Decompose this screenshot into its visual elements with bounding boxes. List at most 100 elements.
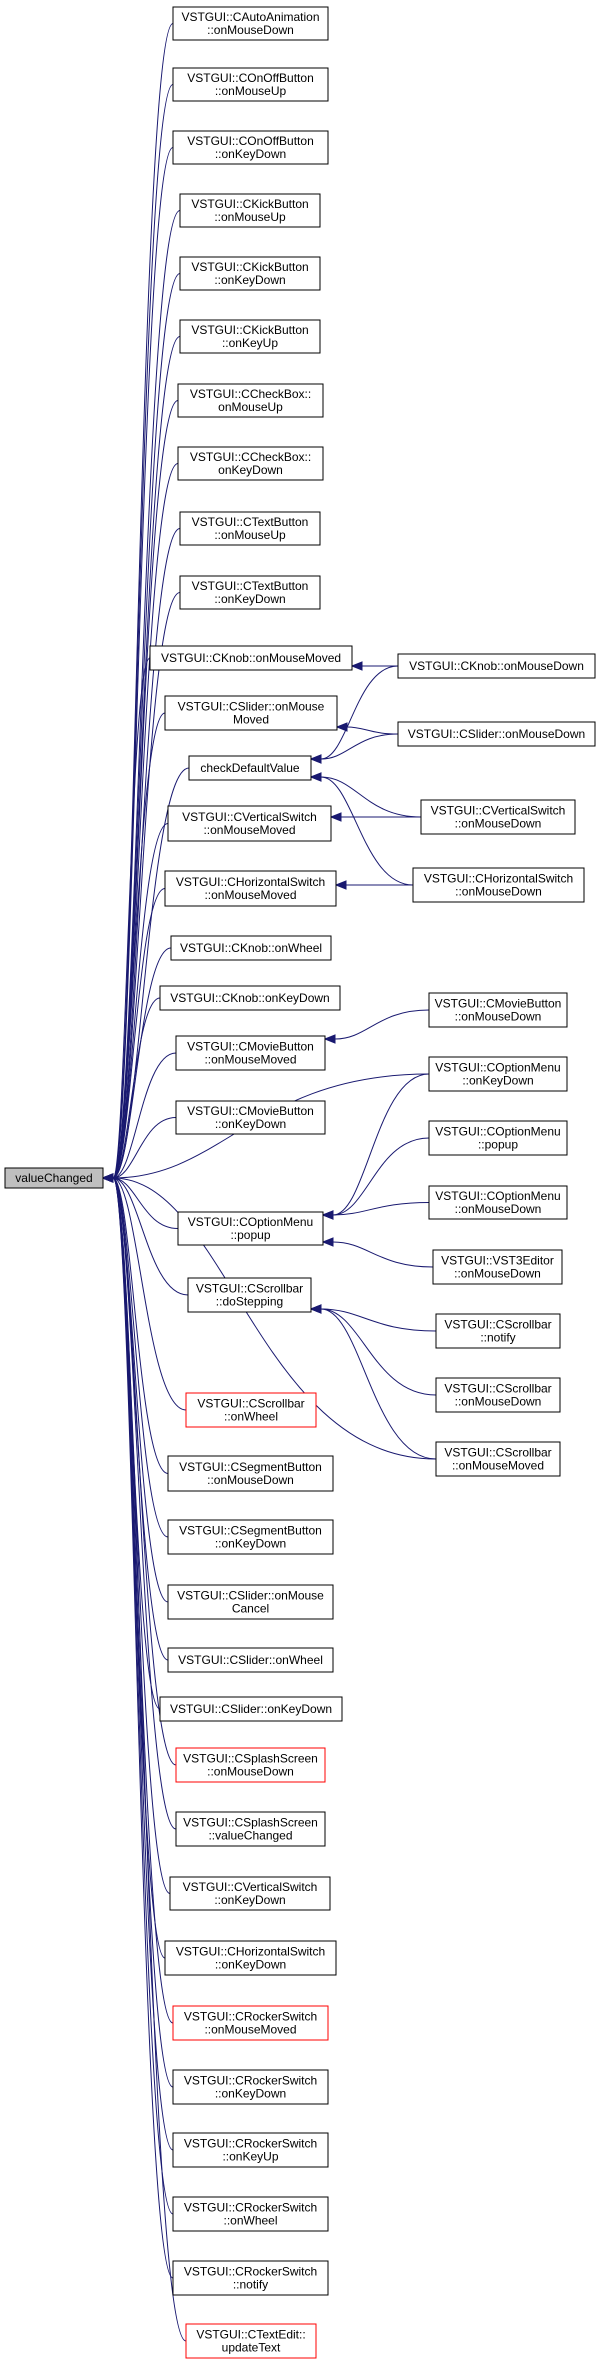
graph-node-n16[interactable]: VSTGUI::CKnob::onWheel xyxy=(170,935,332,961)
graph-node-n37[interactable]: VSTGUI::CTextEdit::updateText xyxy=(185,2323,317,2359)
node-label: Moved xyxy=(233,713,269,727)
edge-n21-to-valueChanged xyxy=(112,1177,189,1296)
edge-n24-to-valueChanged xyxy=(112,1177,169,1538)
graph-node-r3[interactable]: VSTGUI::CVerticalSwitch::onMouseDown xyxy=(420,799,576,835)
edge-n37-to-valueChanged xyxy=(112,1177,187,2342)
node-box xyxy=(179,575,321,610)
graph-node-n28[interactable]: VSTGUI::CSplashScreen::onMouseDown xyxy=(175,1747,326,1783)
node-box xyxy=(432,1249,563,1285)
node-box xyxy=(175,1811,326,1847)
graph-node-n30[interactable]: VSTGUI::CVerticalSwitch::onKeyDown xyxy=(169,1876,331,1911)
node-box xyxy=(169,1876,331,1911)
graph-node-r10[interactable]: VSTGUI::CScrollbar::notify xyxy=(435,1313,561,1349)
graph-node-n3[interactable]: VSTGUI::COnOffButton::onKeyDown xyxy=(172,130,329,165)
node-label: VSTGUI::CSplashScreen xyxy=(183,1752,318,1766)
node-label: ::onWheel xyxy=(223,2214,277,2228)
graph-node-n35[interactable]: VSTGUI::CRockerSwitch::onWheel xyxy=(172,2196,329,2232)
graph-node-r8[interactable]: VSTGUI::COptionMenu::onMouseDown xyxy=(428,1185,568,1220)
edge-r9-to-n20 xyxy=(332,1241,434,1268)
graph-node-n18[interactable]: VSTGUI::CMovieButton::onMouseMoved xyxy=(175,1035,326,1071)
graph-node-n8[interactable]: VSTGUI::CCheckBox::onKeyDown xyxy=(177,446,324,481)
graph-node-r6[interactable]: VSTGUI::COptionMenu::onKeyDown xyxy=(428,1056,568,1092)
graph-node-n4[interactable]: VSTGUI::CKickButton::onMouseUp xyxy=(179,193,321,228)
graph-node-n17[interactable]: VSTGUI::CKnob::onKeyDown xyxy=(159,985,341,1011)
graph-node-n13[interactable]: checkDefaultValue xyxy=(188,755,312,781)
node-label: ::onKeyDown xyxy=(214,1893,285,1907)
node-label: ::onMouseUp xyxy=(214,210,286,224)
edge-n17-to-valueChanged xyxy=(112,997,161,1179)
node-label: VSTGUI::CRockerSwitch xyxy=(184,2010,317,2024)
node-box xyxy=(188,755,312,781)
node-label: VSTGUI::CSlider::onMouseDown xyxy=(408,727,585,741)
graph-node-n10[interactable]: VSTGUI::CTextButton::onKeyDown xyxy=(179,575,321,610)
graph-node-n2[interactable]: VSTGUI::COnOffButton::onMouseUp xyxy=(172,67,329,102)
graph-node-n29[interactable]: VSTGUI::CSplashScreen::valueChanged xyxy=(175,1811,326,1847)
arrowhead-r8-to-n20 xyxy=(321,1210,334,1220)
graph-node-r9[interactable]: VSTGUI::VST3Editor::onMouseDown xyxy=(432,1249,563,1285)
edge-n32-to-valueChanged xyxy=(112,1177,174,2024)
graph-node-r4[interactable]: VSTGUI::CHorizontalSwitch::onMouseDown xyxy=(412,867,585,903)
graph-node-n33[interactable]: VSTGUI::CRockerSwitch::onKeyDown xyxy=(172,2069,329,2105)
node-box xyxy=(167,1647,334,1673)
graph-node-n20[interactable]: VSTGUI::COptionMenu::popup xyxy=(177,1211,324,1246)
graph-node-r11[interactable]: VSTGUI::CScrollbar::onMouseDown xyxy=(435,1377,561,1413)
node-label: onMouseUp xyxy=(218,400,283,414)
node-box xyxy=(435,1377,561,1413)
node-label: VSTGUI::COptionMenu xyxy=(435,1125,560,1139)
graph-node-n9[interactable]: VSTGUI::CTextButton::onMouseUp xyxy=(179,511,321,546)
node-label: VSTGUI::CKnob::onWheel xyxy=(180,941,322,955)
graph-node-n15[interactable]: VSTGUI::CHorizontalSwitch::onMouseMoved xyxy=(164,870,337,907)
node-label: checkDefaultValue xyxy=(200,761,299,775)
edge-r3-to-n13 xyxy=(320,776,422,818)
graph-node-n1[interactable]: VSTGUI::CAutoAnimation::onMouseDown xyxy=(172,6,329,41)
edge-r2-to-n13 xyxy=(320,733,399,760)
node-label: ::notify xyxy=(233,2278,268,2292)
node-label: VSTGUI::COptionMenu xyxy=(435,1061,560,1075)
graph-node-n34[interactable]: VSTGUI::CRockerSwitch::onKeyUp xyxy=(172,2132,329,2168)
graph-node-n14[interactable]: VSTGUI::CVerticalSwitch::onMouseMoved xyxy=(167,805,332,842)
node-label: ::onMouseUp xyxy=(214,528,286,542)
graph-node-n23[interactable]: VSTGUI::CSegmentButton::onMouseDown xyxy=(167,1455,334,1492)
graph-node-n7[interactable]: VSTGUI::CCheckBox::onMouseUp xyxy=(177,383,324,418)
graph-node-r12[interactable]: VSTGUI::CScrollbar::onMouseMoved xyxy=(435,1441,561,1477)
root-node-valuechanged[interactable]: valueChanged xyxy=(4,1167,104,1189)
node-label: VSTGUI::CHorizontalSwitch xyxy=(424,872,573,886)
graph-node-n26[interactable]: VSTGUI::CSlider::onWheel xyxy=(167,1647,334,1673)
graph-node-r2[interactable]: VSTGUI::CSlider::onMouseDown xyxy=(397,721,596,747)
graph-node-n6[interactable]: VSTGUI::CKickButton::onKeyUp xyxy=(179,319,321,354)
graph-node-n27[interactable]: VSTGUI::CSlider::onKeyDown xyxy=(159,1696,343,1722)
node-label: VSTGUI::COptionMenu xyxy=(188,1215,313,1229)
node-label: ::doStepping xyxy=(216,1295,283,1309)
graph-node-n31[interactable]: VSTGUI::CHorizontalSwitch::onKeyDown xyxy=(164,1940,337,1976)
graph-node-n22[interactable]: VSTGUI::CScrollbar::onWheel xyxy=(185,1392,317,1428)
graph-node-n24[interactable]: VSTGUI::CSegmentButton::onKeyDown xyxy=(167,1519,334,1555)
node-label: VSTGUI::CSegmentButton xyxy=(179,1524,322,1538)
node-box xyxy=(428,992,568,1028)
graph-node-n19[interactable]: VSTGUI::CMovieButton::onKeyDown xyxy=(175,1100,326,1135)
node-box xyxy=(167,1455,334,1492)
graph-node-n32[interactable]: VSTGUI::CRockerSwitch::onMouseMoved xyxy=(172,2005,329,2041)
node-label: VSTGUI::CHorizontalSwitch xyxy=(176,1945,325,1959)
edge-n29-to-valueChanged xyxy=(112,1177,177,1830)
edge-n23-to-valueChanged xyxy=(112,1177,169,1474)
node-label: ::onMouseDown xyxy=(207,1473,294,1487)
graph-node-n36[interactable]: VSTGUI::CRockerSwitch::notify xyxy=(172,2260,329,2296)
node-box xyxy=(164,870,337,907)
node-label: ::onMouseDown xyxy=(455,885,542,899)
node-box xyxy=(159,1696,343,1722)
graph-node-n11[interactable]: VSTGUI::CKnob::onMouseMoved xyxy=(149,645,353,671)
node-label: VSTGUI::CVerticalSwitch xyxy=(431,804,566,818)
node-box xyxy=(172,2005,329,2041)
graph-node-r1[interactable]: VSTGUI::CKnob::onMouseDown xyxy=(397,653,596,679)
node-label: updateText xyxy=(222,2341,281,2355)
graph-node-n21[interactable]: VSTGUI::CScrollbar::doStepping xyxy=(187,1277,312,1313)
graph-node-r5[interactable]: VSTGUI::CMovieButton::onMouseDown xyxy=(428,992,568,1028)
node-label: ::onMouseMoved xyxy=(452,1459,544,1473)
graph-node-n5[interactable]: VSTGUI::CKickButton::onKeyDown xyxy=(179,256,321,291)
graph-node-n12[interactable]: VSTGUI::CSlider::onMouseMoved xyxy=(164,695,338,731)
edge-n35-to-valueChanged xyxy=(112,1177,174,2215)
node-label: ::onKeyDown xyxy=(215,1958,286,1972)
graph-node-r7[interactable]: VSTGUI::COptionMenu::popup xyxy=(428,1120,568,1156)
edge-n18-to-valueChanged xyxy=(112,1052,177,1179)
